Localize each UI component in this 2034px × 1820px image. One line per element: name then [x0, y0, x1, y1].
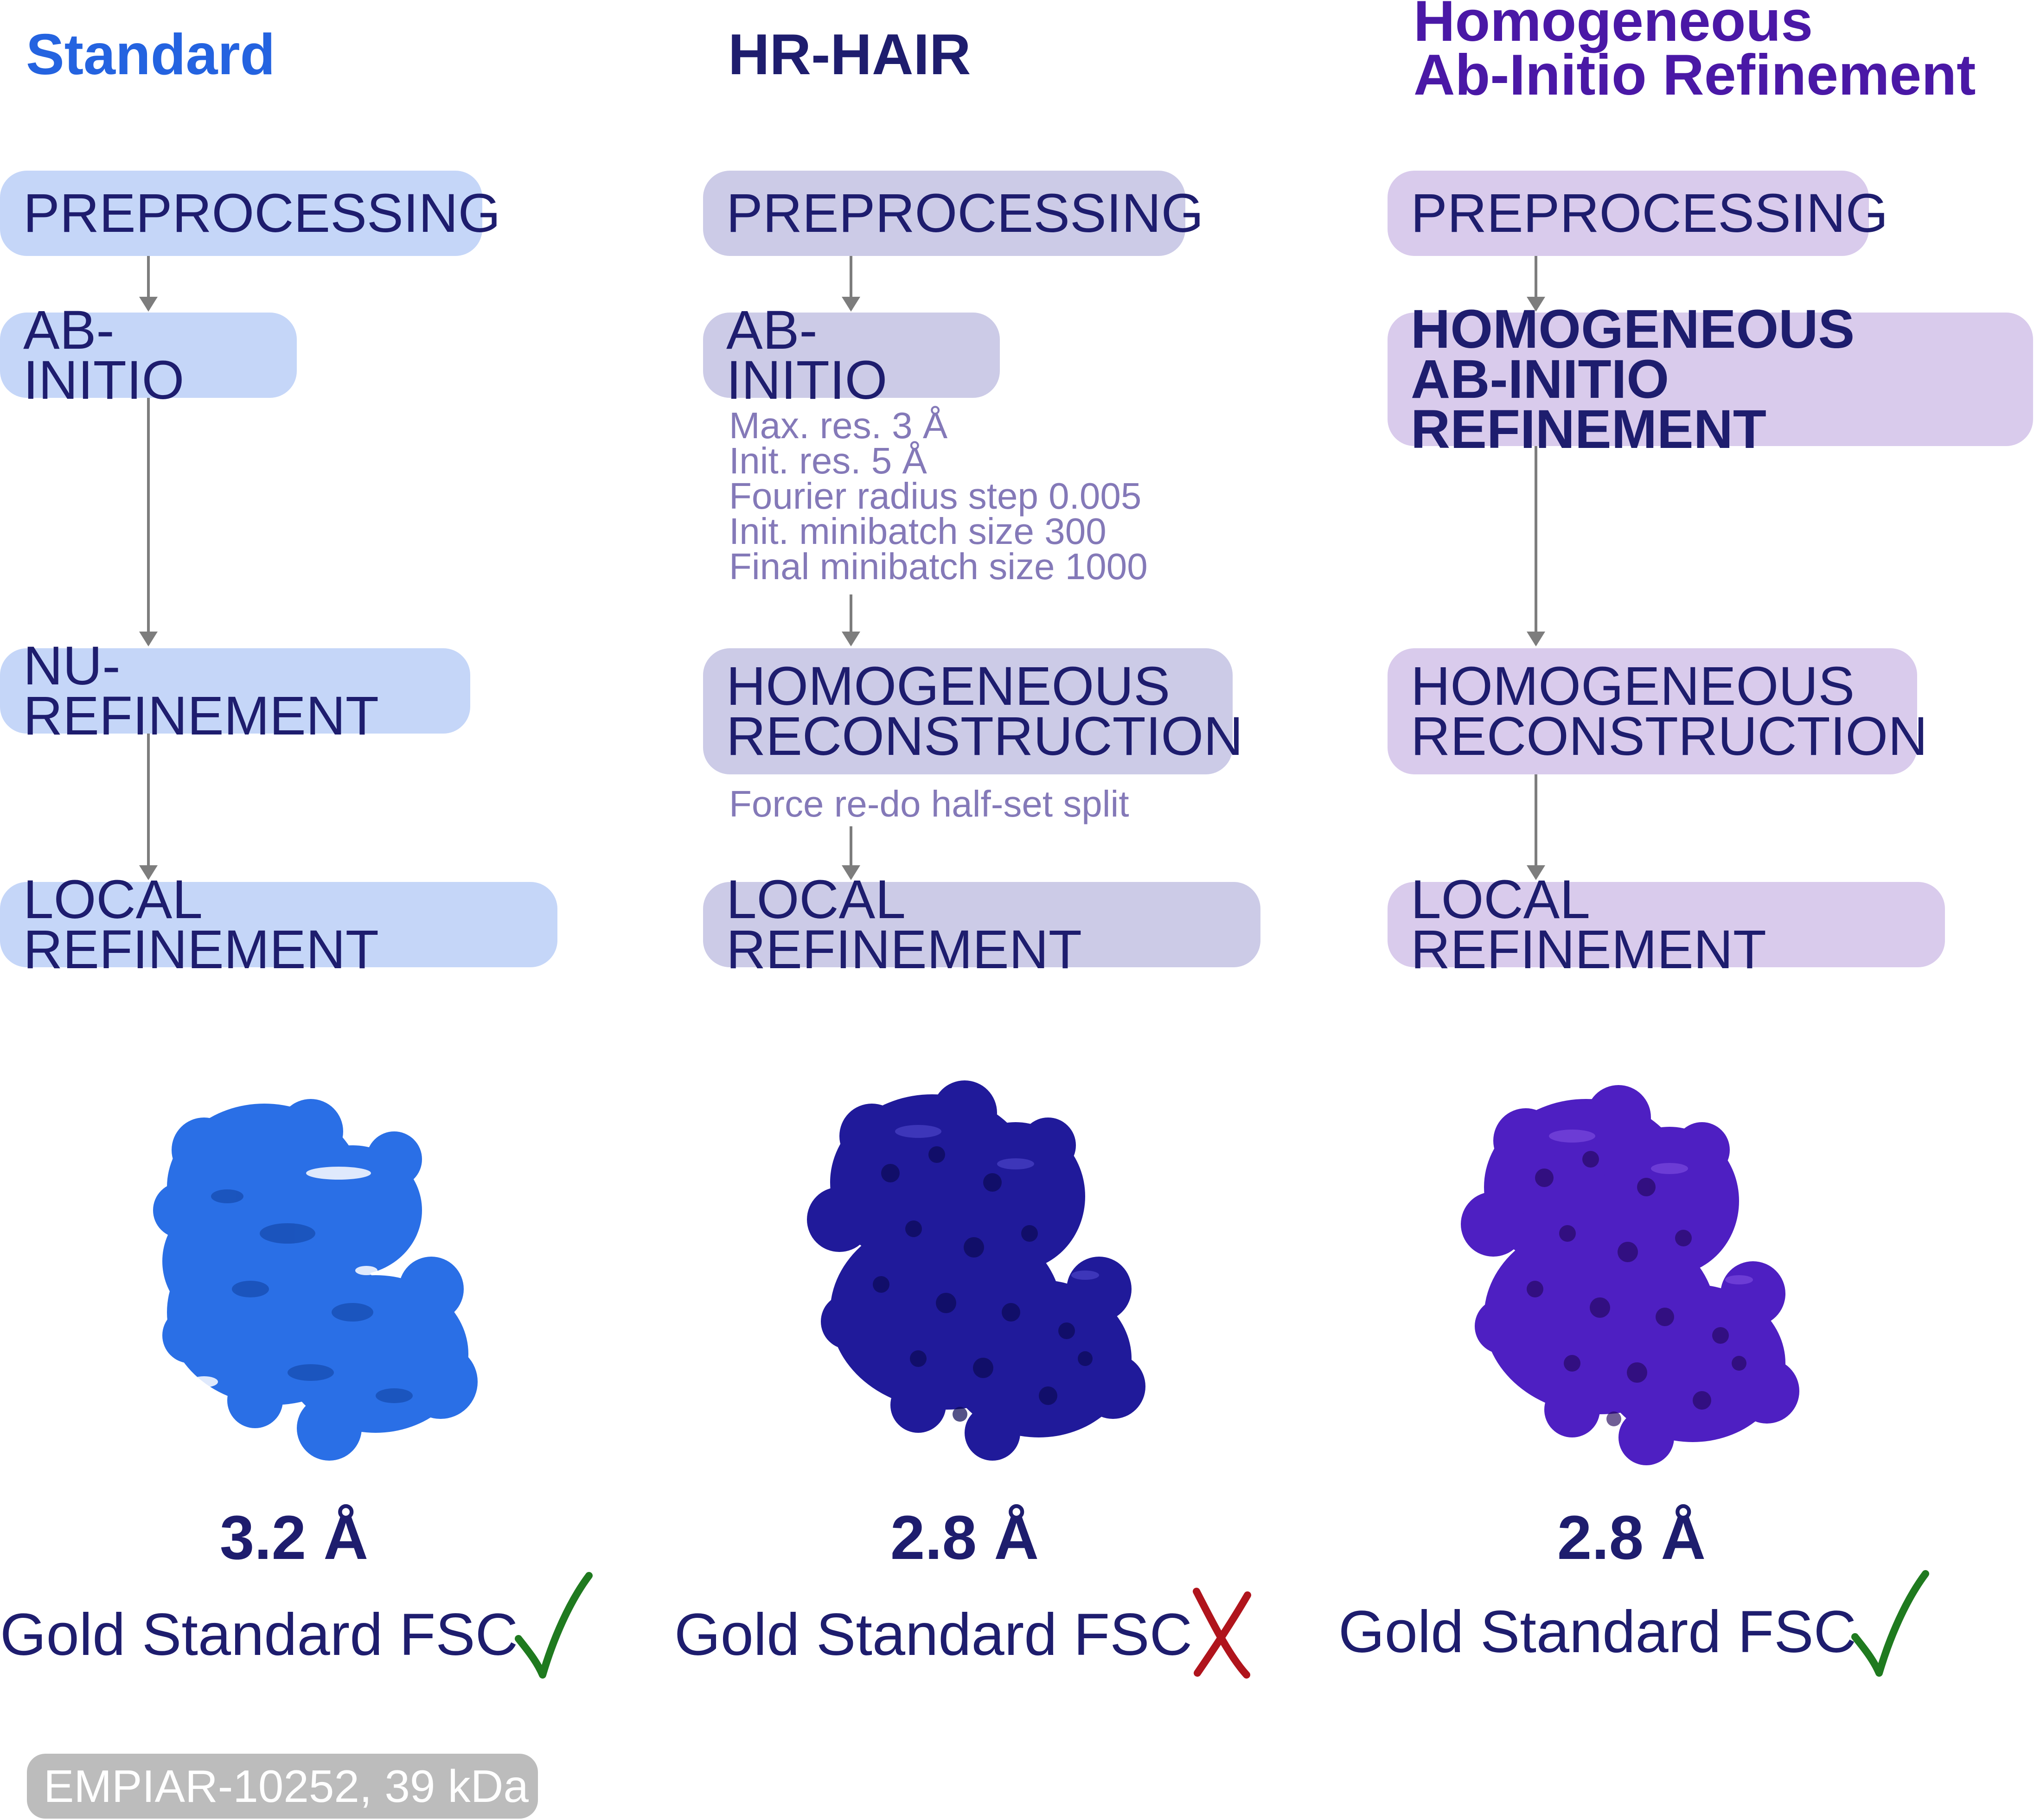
arrowhead-std-1: [139, 297, 158, 312]
hg-step-homog-reconstruction-label: HOMOGENEOUS RECONSTRUCTION: [1411, 656, 1928, 767]
cross-icon: [1193, 1588, 1251, 1679]
hr-fsc-label: Gold Standard FSC: [674, 1602, 1192, 1668]
check-icon: [515, 1572, 593, 1679]
hr-step-preprocessing-label: PREPROCESSING: [726, 183, 1204, 244]
std-step-abinitio: AB-INITIO: [0, 303, 297, 408]
hr-step-homog-reconstruction: HOMOGENEOUS RECONSTRUCTION: [703, 648, 1243, 774]
std-fsc-label: Gold Standard FSC: [0, 1602, 518, 1668]
hr-step-local-refinement-label: LOCAL REFINEMENT: [726, 869, 1082, 980]
density-map-homog: [1461, 1085, 1799, 1465]
hg-step-local-refinement: LOCAL REFINEMENT: [1388, 872, 1945, 977]
hr-step-local-refinement: LOCAL REFINEMENT: [703, 872, 1260, 977]
hg-step-preprocessing-label: PREPROCESSING: [1411, 183, 1888, 244]
arrowhead-hr-1: [842, 297, 860, 312]
arrowhead-hr-2: [842, 632, 860, 646]
std-step-local-refinement-label: LOCAL REFINEMENT: [23, 869, 379, 980]
std-step-nu-refinement: NU-REFINEMENT: [0, 639, 470, 743]
check-icon: [1851, 1570, 1929, 1677]
arrowhead-hr-3: [842, 865, 860, 880]
hr-step-homog-reconstruction-label: HOMOGENEOUS RECONSTRUCTION: [726, 656, 1243, 767]
hg-step-homog-abinitio-refinement-label: HOMOGENEOUS AB-INITIO REFINEMENT: [1411, 299, 1855, 460]
arrowhead-hg-2: [1527, 632, 1545, 646]
hg-resolution: 2.8 Å: [1557, 1503, 1706, 1572]
hr-resolution: 2.8 Å: [890, 1503, 1039, 1572]
std-step-local-refinement: LOCAL REFINEMENT: [0, 872, 557, 977]
standard-title: Standard: [26, 23, 275, 87]
std-step-preprocessing-label: PREPROCESSING: [23, 183, 501, 244]
arrowhead-hg-1: [1527, 297, 1545, 312]
arrowhead-std-2: [139, 632, 158, 646]
arrowhead-std-3: [139, 865, 158, 880]
homog-title: Homogeneous Ab-Initio Refinement: [1414, 0, 1976, 107]
density-map-standard: [153, 1099, 478, 1461]
hr-reconstruction-note: Force re-do half-set split: [729, 783, 1129, 824]
hrhair-title: HR-HAIR: [728, 23, 971, 87]
std-resolution: 3.2 Å: [219, 1503, 369, 1572]
hg-step-homog-reconstruction: HOMOGENEOUS RECONSTRUCTION: [1388, 648, 1927, 774]
dataset-badge: EMPIAR-10252, 39 kDa: [27, 1754, 538, 1819]
hr-abinitio-params: Max. res. 3 Å Init. res. 5 Å Fourier rad…: [729, 405, 1148, 587]
density-map-hrhair: [807, 1080, 1145, 1461]
hg-step-local-refinement-label: LOCAL REFINEMENT: [1411, 869, 1766, 980]
arrowhead-hg-3: [1527, 865, 1545, 880]
hg-step-preprocessing: PREPROCESSING: [1388, 171, 1888, 256]
hg-fsc-label: Gold Standard FSC: [1338, 1599, 1856, 1665]
hr-step-abinitio: AB-INITIO: [703, 303, 1000, 408]
std-step-nu-refinement-label: NU-REFINEMENT: [23, 635, 379, 747]
hr-step-abinitio-label: AB-INITIO: [726, 300, 888, 411]
hr-step-preprocessing: PREPROCESSING: [703, 171, 1203, 256]
hg-step-homog-abinitio-refinement: HOMOGENEOUS AB-INITIO REFINEMENT: [1388, 302, 2033, 457]
std-step-preprocessing: PREPROCESSING: [0, 171, 500, 256]
std-step-abinitio-label: AB-INITIO: [23, 300, 185, 411]
